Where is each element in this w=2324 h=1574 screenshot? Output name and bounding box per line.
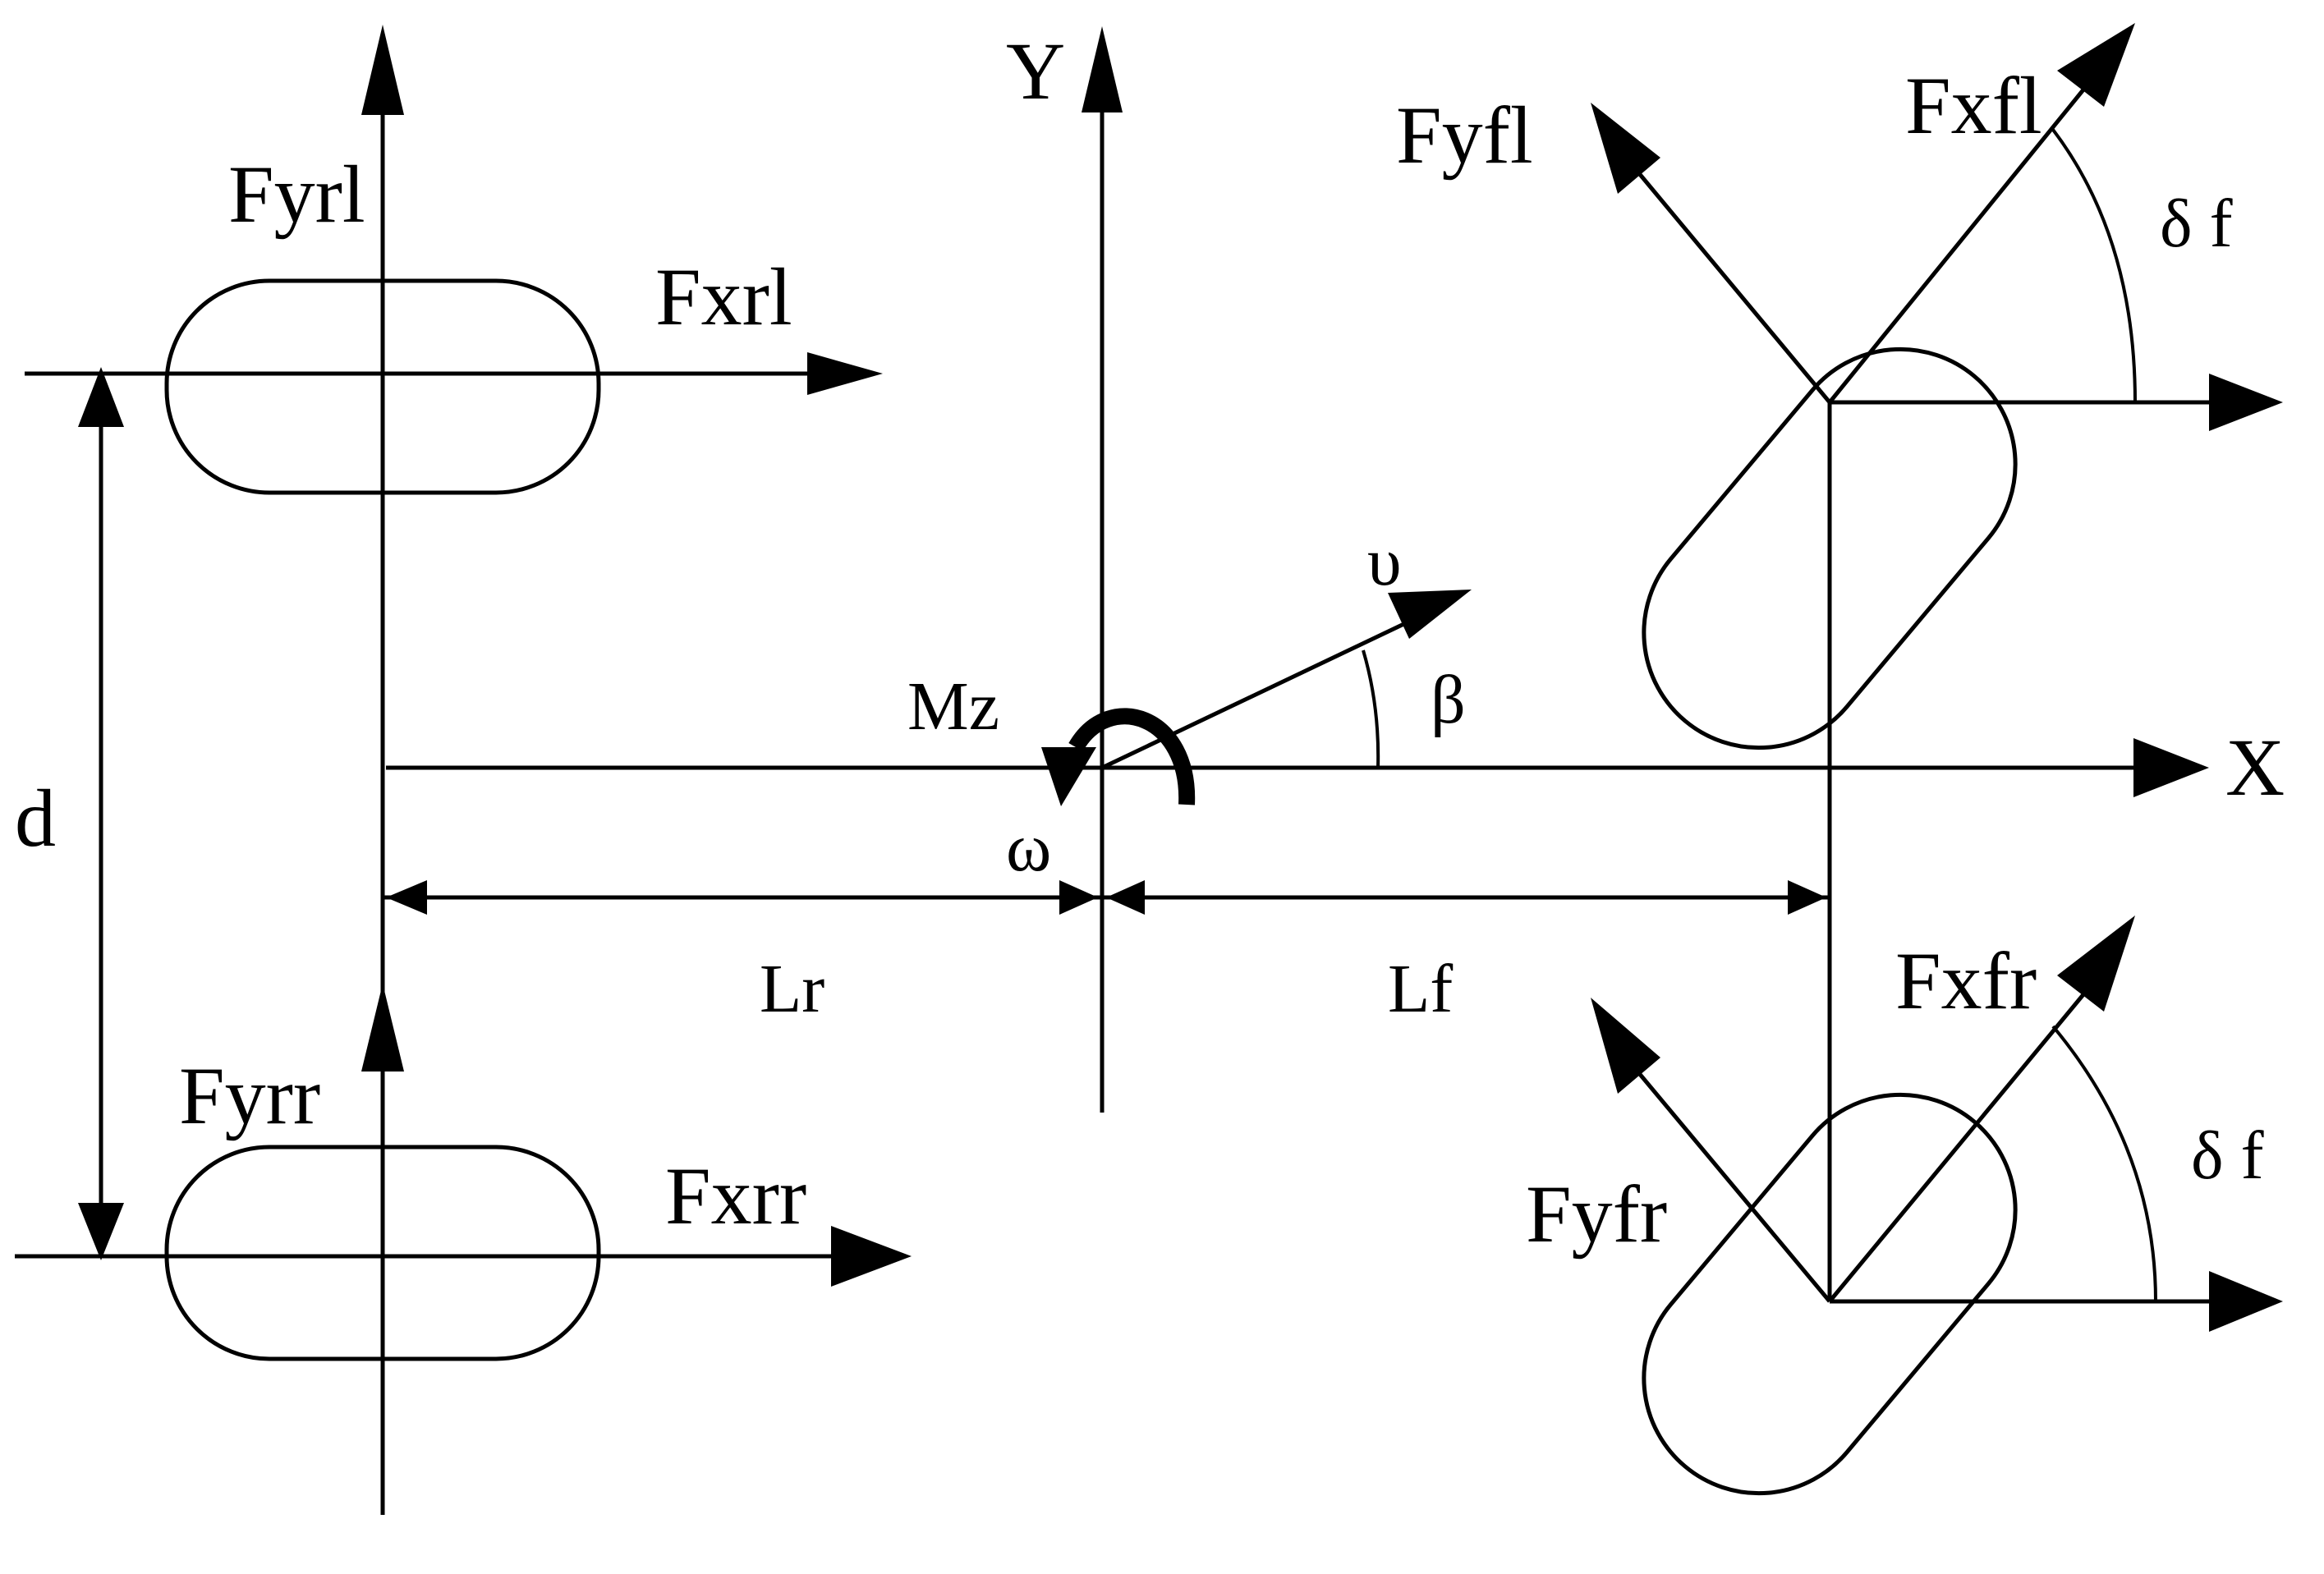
track-width-label: d: [15, 773, 56, 864]
fxfr-line: [1828, 992, 2086, 1303]
rear-right-tire: [164, 1145, 601, 1361]
fxfr-label: Fxfr: [1895, 935, 2037, 1026]
fxfl-arrowhead: [2057, 23, 2135, 107]
fxfl-label: Fxfl: [1905, 60, 2042, 151]
track-width-arrow-bottom: [78, 1203, 124, 1260]
velocity-label: υ: [1367, 524, 1402, 600]
sideslip-arc: [1362, 649, 1380, 769]
steer-angle-left-label: δ f: [2160, 186, 2233, 262]
fxrr-label: Fxrr: [665, 1150, 806, 1241]
front-length-label: Lf: [1388, 951, 1453, 1027]
yaw-moment-arc: [1068, 708, 1196, 805]
fxfl-line: [1828, 87, 2086, 404]
front-right-tire: [1642, 1092, 2018, 1496]
fxrl-arrowhead: [807, 352, 883, 395]
steer-angle-right-arc: [2051, 1025, 2157, 1302]
front-left-tire: [1642, 346, 2018, 750]
steer-angle-left-arc: [2051, 128, 2137, 403]
sideslip-label: β: [1431, 662, 1466, 738]
yaw-moment-label: Mz: [907, 668, 999, 745]
fyrr-arrowhead: [361, 984, 404, 1072]
fyfl-label: Fyfl: [1396, 89, 1533, 181]
fyrl-label: Fyrl: [228, 149, 365, 240]
yaw-rate-label: ω: [1006, 810, 1051, 886]
fyfl-arrowhead: [1591, 103, 1660, 194]
yaw-moment-arrowhead: [1041, 747, 1096, 806]
y-axis-label: Y: [1006, 25, 1065, 117]
x-axis-arrowhead: [2133, 738, 2209, 797]
front-left-x-arrowhead: [2209, 374, 2283, 431]
velocity-line: [1100, 617, 1414, 770]
fyrl-arrowhead: [361, 25, 404, 115]
x-axis-label: X: [2225, 722, 2285, 813]
velocity-arrowhead: [1388, 590, 1472, 639]
fxfr-arrowhead: [2057, 915, 2135, 1012]
steer-angle-right-label: δ f: [2191, 1117, 2264, 1194]
fyfr-label: Fyfr: [1526, 1168, 1667, 1260]
fyrr-label: Fyrr: [179, 1050, 320, 1141]
fyfr-line: [1637, 1071, 1831, 1303]
fyfr-arrowhead: [1591, 998, 1660, 1094]
front-right-x-arrowhead: [2209, 1271, 2283, 1332]
lr-arrow-right: [1059, 880, 1098, 915]
fxrr-arrowhead: [831, 1226, 912, 1287]
track-width-arrow-top: [78, 367, 124, 427]
fxrl-label: Fxrl: [655, 251, 792, 342]
lf-arrow-right: [1788, 880, 1826, 915]
lf-arrow-left: [1106, 880, 1145, 915]
lr-arrow-left: [386, 880, 427, 915]
rear-length-label: Lr: [760, 951, 824, 1027]
y-axis-arrowhead: [1082, 26, 1123, 112]
rear-left-tire: [164, 278, 601, 495]
fyfl-line: [1637, 171, 1831, 404]
